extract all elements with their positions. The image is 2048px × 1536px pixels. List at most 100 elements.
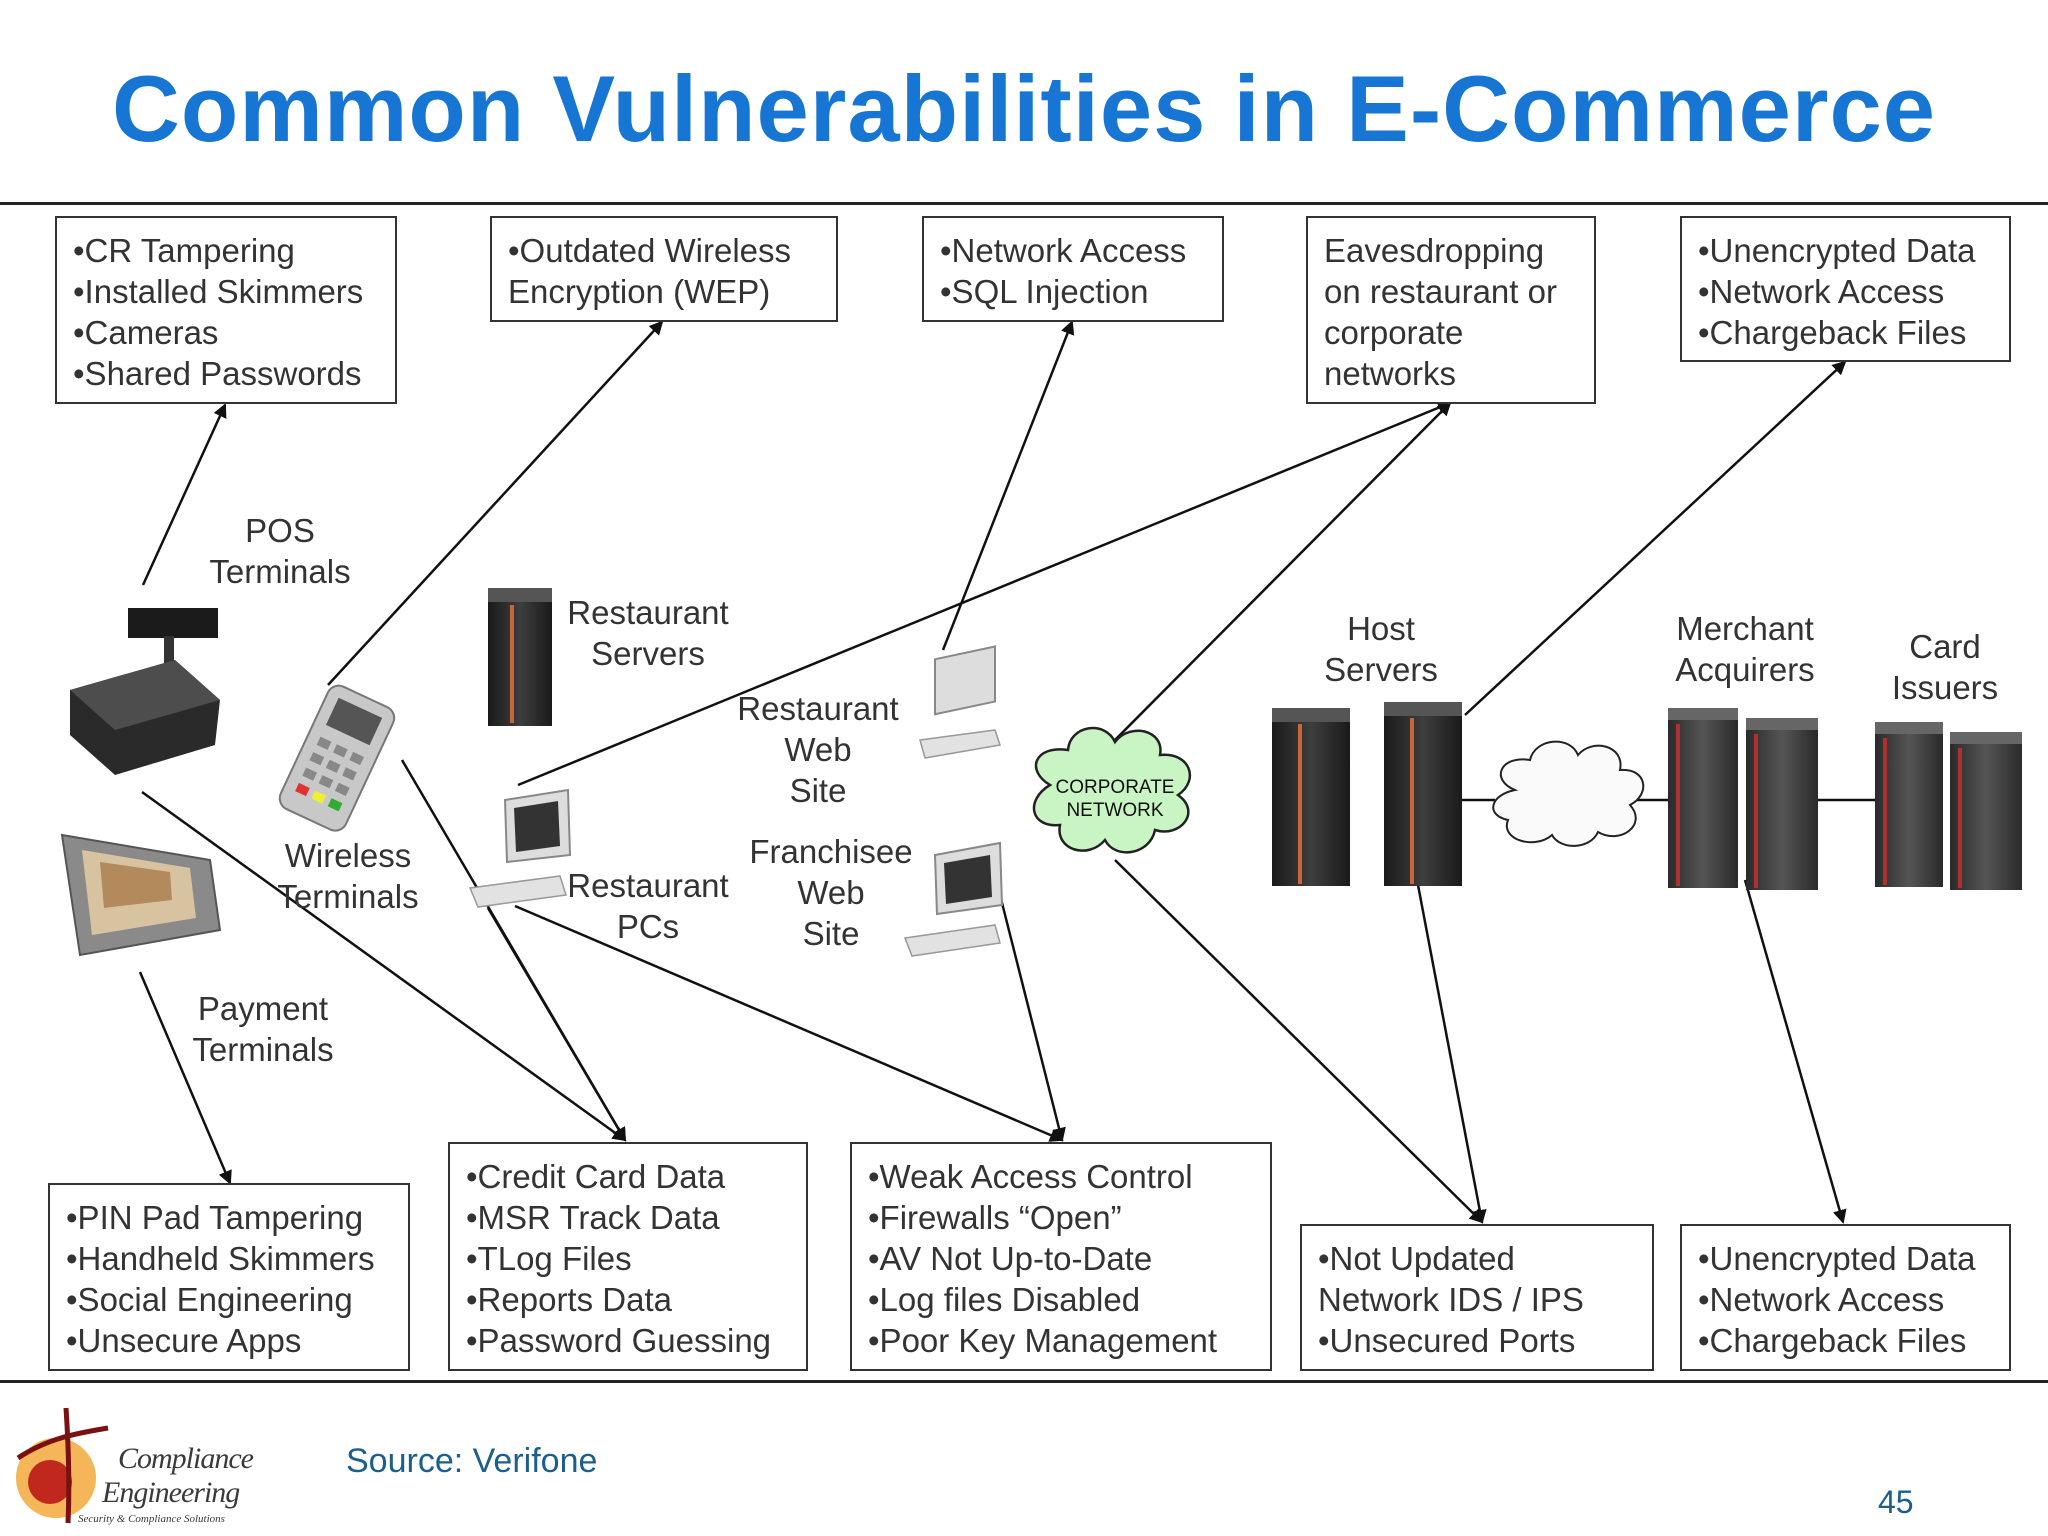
vuln-item: •Chargeback Files [1698, 1322, 1967, 1359]
vuln-item: •Credit Card Data [466, 1158, 726, 1195]
vuln-box-pos: •CR Tampering •Installed Skimmers •Camer… [55, 216, 397, 404]
vuln-box-web: •Network Access •SQL Injection [922, 216, 1224, 322]
vuln-item: Network IDS / IPS [1318, 1281, 1584, 1318]
arrow-acquirer-to-bottom-box [1743, 879, 1847, 1224]
vuln-item: •SQL Injection [940, 273, 1149, 310]
bottom-divider [0, 1380, 2048, 1383]
arrow-payment-to-box [138, 971, 232, 1185]
label-line: Terminals [277, 878, 419, 915]
label-line: Restaurant [567, 867, 729, 904]
label-payment-terminals: Payment Terminals [175, 988, 351, 1070]
label-line: Terminals [209, 553, 351, 590]
vuln-item: •CR Tampering [73, 232, 295, 269]
vuln-item: networks [1324, 355, 1457, 392]
label-card-issuers: Card Issuers [1880, 626, 2010, 708]
source-citation: Source: Verifone [346, 1442, 598, 1480]
vuln-item: •Firewalls “Open” [868, 1199, 1122, 1236]
label-line: Terminals [192, 1031, 334, 1068]
vuln-item: •Outdated Wireless [508, 232, 791, 269]
vuln-box-acquirer-bottom: •Unencrypted Data •Network Access •Charg… [1680, 1224, 2011, 1371]
arrow-wireless-to-data-box [400, 759, 627, 1142]
label-line: Web [784, 731, 852, 768]
arrow-cloud-to-ids-box [1114, 859, 1484, 1224]
label-merchant-acquirers: Merchant Acquirers [1660, 608, 1830, 690]
vuln-box-acquirer-top: •Unencrypted Data •Network Access •Charg… [1680, 216, 2011, 362]
wireless-terminal-icon [278, 684, 396, 832]
franchisee-web-computer-icon [903, 841, 1004, 957]
vuln-item: •Installed Skimmers [73, 273, 364, 310]
vuln-box-eavesdrop: Eavesdropping on restaurant or corporate… [1306, 216, 1596, 404]
arrow-pos-to-box [141, 403, 227, 586]
vuln-item: Eavesdropping [1324, 232, 1545, 269]
label-host-servers: Host Servers [1300, 608, 1462, 690]
label-line: Card [1909, 628, 1981, 665]
vuln-item: •Shared Passwords [73, 355, 362, 392]
label-line: POS [245, 512, 315, 549]
vuln-item: •Cameras [73, 314, 219, 351]
label-line: Issuers [1891, 669, 1999, 706]
label-line: Wireless [284, 837, 412, 874]
vuln-item: •TLog Files [466, 1240, 632, 1277]
label-restaurant-web-site: Restaurant Web Site [730, 688, 906, 811]
label-line: Site [802, 915, 860, 952]
arrow-franchisee-to-access-box [998, 894, 1066, 1142]
vuln-item: •Poor Key Management [868, 1322, 1218, 1359]
card-issuer-server-icons [1875, 722, 2022, 890]
label-line: CORPORATE [1055, 777, 1175, 798]
merchant-acquirer-server-icons [1668, 708, 1818, 890]
vuln-box-ids: •Not Updated Network IDS / IPS •Unsecure… [1300, 1224, 1654, 1371]
label-line: Acquirers [1675, 651, 1815, 688]
pos-terminal-icon [70, 608, 220, 775]
vuln-item: •Log files Disabled [868, 1281, 1141, 1318]
host-server-icons [1272, 702, 1462, 886]
vuln-item: •AV Not Up-to-Date [868, 1240, 1153, 1277]
label-line: Payment [197, 990, 329, 1027]
arrow-host-to-ids-box [1416, 884, 1487, 1224]
arrow-pcs-to-access-box [514, 904, 1064, 1142]
vuln-item: •Network Access [1698, 1281, 1945, 1318]
vuln-box-data: •Credit Card Data •MSR Track Data •TLog … [448, 1142, 808, 1371]
arrow-cloud-to-eavesdrop [1114, 401, 1452, 741]
label-corporate-network: CORPORATE NETWORK [1045, 776, 1185, 822]
vuln-item: on restaurant or [1324, 273, 1557, 310]
vuln-box-wireless: •Outdated Wireless Encryption (WEP) [490, 216, 838, 322]
vuln-item: •Network Access [940, 232, 1187, 269]
label-line: Site [789, 772, 847, 809]
logo-text-line2: Engineering [102, 1476, 240, 1509]
arrow-pcs-to-eavesdrop [517, 401, 1452, 787]
vuln-item: •Password Guessing [466, 1322, 772, 1359]
vuln-item: •Unsecured Ports [1318, 1322, 1576, 1359]
logo-tagline: Security & Compliance Solutions [78, 1513, 225, 1525]
vuln-item: corporate [1324, 314, 1464, 351]
label-pos-terminals: POS Terminals [190, 510, 370, 592]
vuln-box-access: •Weak Access Control •Firewalls “Open” •… [850, 1142, 1272, 1371]
label-franchisee-web-site: Franchisee Web Site [740, 831, 922, 954]
top-divider [0, 202, 2048, 205]
logo-mark-icon [16, 1407, 109, 1524]
vuln-item: •Unencrypted Data [1698, 232, 1976, 269]
label-line: Web [797, 874, 865, 911]
vuln-item: •Not Updated [1318, 1240, 1515, 1277]
company-logo: Compliance Engineering Security & Compli… [8, 1398, 268, 1528]
restaurant-pc-icon [468, 788, 572, 908]
vuln-item: •Weak Access Control [868, 1158, 1193, 1195]
vuln-item: •Chargeback Files [1698, 314, 1967, 351]
arrow-pos-to-data-box [141, 790, 627, 1142]
vuln-item: •MSR Track Data [466, 1199, 720, 1236]
label-restaurant-servers: Restaurant Servers [555, 592, 741, 674]
arrow-host-to-acquirer-box [1464, 360, 1847, 716]
payment-terminal-icon [60, 833, 222, 957]
label-line: Merchant [1676, 610, 1814, 647]
arrow-wireless-to-box [327, 320, 664, 686]
page-number: 45 [1878, 1484, 1914, 1520]
page-title: Common Vulnerabilities in E-Commerce [111, 56, 1937, 161]
label-line: Servers [591, 635, 705, 672]
label-line: NETWORK [1066, 800, 1164, 821]
label-line: PCs [616, 908, 680, 945]
vuln-item: •Unencrypted Data [1698, 1240, 1976, 1277]
label-line: Franchisee [749, 833, 913, 870]
arrow-restaurant-web-to-box [941, 320, 1075, 651]
vuln-item: •Network Access [1698, 273, 1945, 310]
restaurant-server-icon [488, 588, 552, 726]
corporate-network-cloud-icon [1032, 726, 1192, 854]
